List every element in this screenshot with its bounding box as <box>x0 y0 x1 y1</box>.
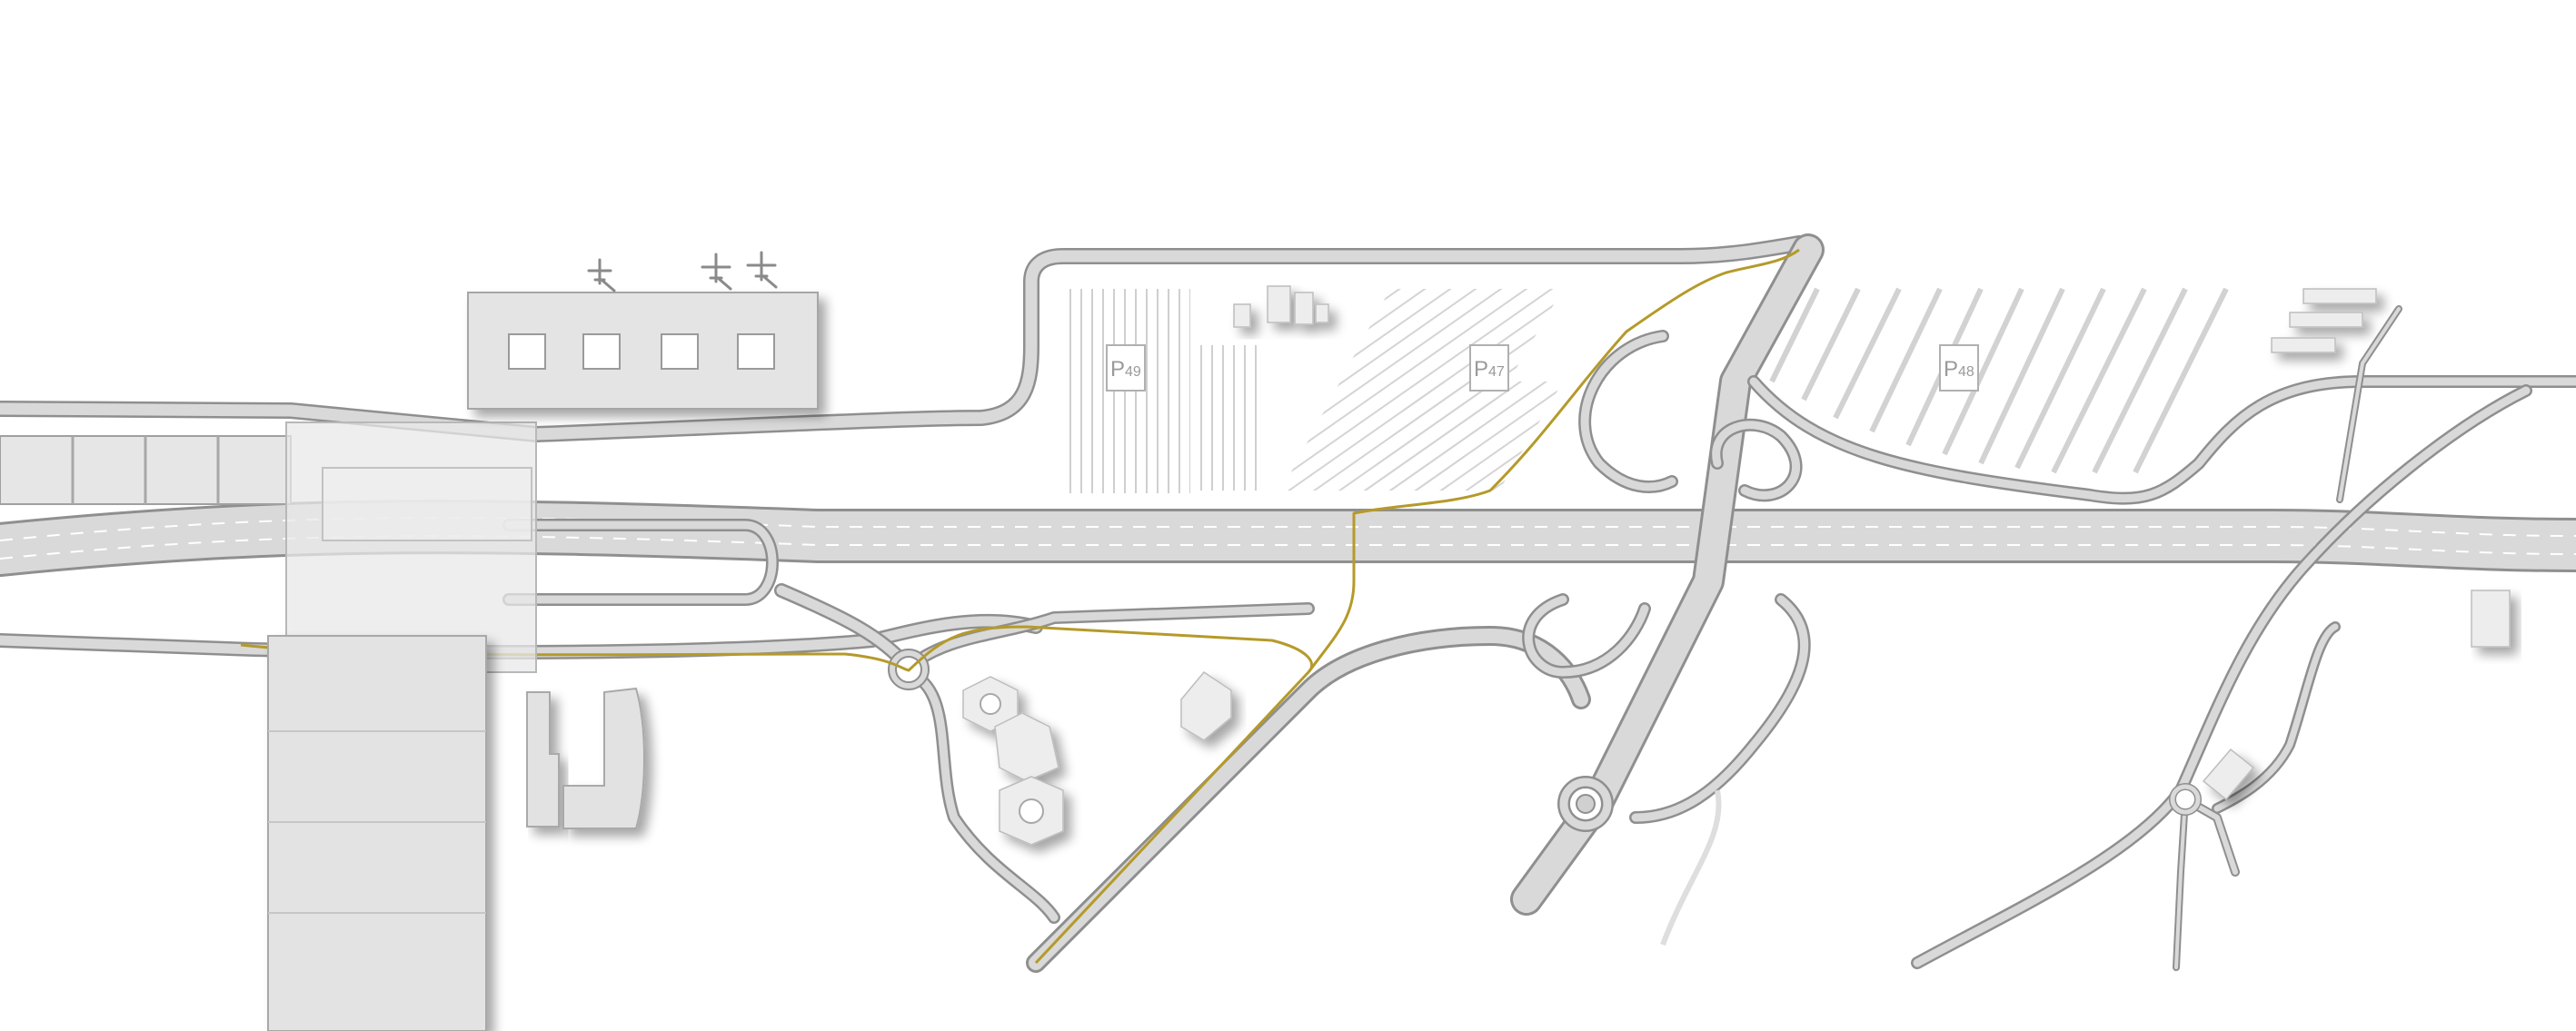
building-east <box>2471 590 2511 648</box>
roundabout-right <box>2169 783 2202 816</box>
parking-sign-p47: P47 <box>1469 344 1509 392</box>
roundabout-center <box>1557 776 1614 832</box>
parking-lot-p47 <box>1281 289 1563 491</box>
plane-icon <box>701 253 732 291</box>
parking-sign-p48: P48 <box>1939 344 1979 392</box>
gate-building <box>467 292 819 410</box>
building-southeast <box>2202 748 2255 801</box>
hotel-building-upper <box>962 676 1059 782</box>
hotel-building-lower <box>999 776 1064 846</box>
terminal-pier-south <box>267 635 487 1031</box>
office-building-b <box>562 687 645 829</box>
service-buildings <box>1233 285 1329 328</box>
pedestrian-path <box>240 248 1800 965</box>
plane-icon <box>746 251 778 289</box>
svg-text:P47: P47 <box>1474 357 1505 382</box>
terminal-central <box>285 421 537 673</box>
svg-text:P48: P48 <box>1944 357 1974 382</box>
parking-structures-east <box>2271 288 2377 353</box>
plane-icon <box>587 258 616 292</box>
office-building-a <box>526 691 560 828</box>
parking-lot-p49 <box>1063 289 1263 493</box>
parking-sign-p49: P49 <box>1106 344 1146 392</box>
terminal-west-wing <box>0 435 292 505</box>
svg-text:P49: P49 <box>1110 357 1141 382</box>
road-network <box>0 233 2576 973</box>
small-building-hex <box>1180 671 1232 741</box>
